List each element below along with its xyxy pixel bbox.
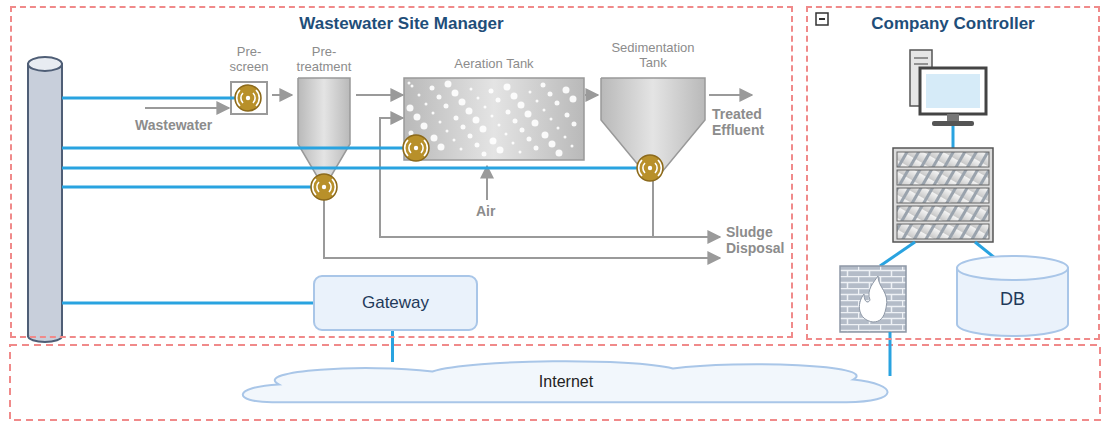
network-link: [952, 126, 955, 148]
sensor: [403, 135, 429, 161]
database-cylinder: DB: [955, 255, 1070, 337]
box-label: DB: [955, 255, 1070, 310]
process-name: Pre- treatment: [292, 44, 356, 74]
process-name: Sedimentation Tank: [598, 40, 708, 70]
process-name: Pre- screen: [226, 44, 272, 74]
sensor: [637, 155, 663, 181]
server-rack: [893, 148, 993, 242]
flow-connector: [391, 331, 394, 362]
aeration-tank: Aeration Tank: [403, 56, 585, 162]
workstation: [910, 50, 986, 126]
flow-connector: [356, 94, 403, 96]
aeration-tank-outline: [403, 56, 585, 162]
pre-screen: Pre- screen: [226, 44, 272, 116]
sensor: [235, 85, 261, 111]
sensor-wires: [62, 98, 637, 303]
controller-region: Company ControllerDB: [806, 6, 1100, 340]
collapse-icon: [816, 13, 828, 25]
network-link: [880, 242, 915, 266]
internet-cloud: Internet: [232, 358, 900, 406]
region-title: Wastewater Site Manager: [12, 8, 791, 34]
gateway-box: Gateway: [313, 275, 478, 331]
box-label: Gateway: [362, 293, 429, 313]
flow-label: Air: [476, 203, 506, 219]
sludge-line: [653, 236, 720, 238]
sensor: [311, 174, 337, 200]
flow-connector: [272, 94, 292, 96]
process-name: Aeration Tank: [403, 56, 585, 71]
internet-region: [10, 345, 1100, 420]
site-region: Wastewater Site ManagerPre- screen Pre- t…: [10, 6, 793, 338]
region-title: Company Controller: [808, 8, 1098, 34]
bus-pipe: [28, 57, 62, 342]
sedimentation-tank: Sedimentation Tank: [598, 40, 708, 180]
flow-label: Sludge Disposal: [726, 224, 790, 256]
flow-connector: [585, 94, 598, 96]
pre-treatment-tank: Pre- treatment: [292, 44, 356, 185]
air-arrow: [486, 166, 488, 200]
inflow-arrow: [145, 107, 229, 109]
effluent-arrow: [709, 94, 752, 96]
flow-label: Wastewater: [135, 117, 235, 133]
sludge-line: [324, 184, 720, 258]
box-label: Internet: [539, 373, 593, 391]
flow-label: Treated Effluent: [712, 106, 790, 138]
firewall: [840, 266, 906, 332]
